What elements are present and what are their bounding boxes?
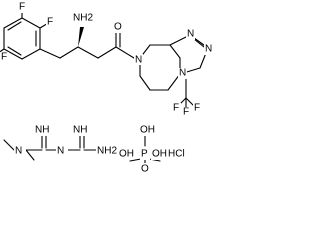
hydrochloride-label: HCl: [168, 149, 185, 160]
phosphoric-hydroxyl-left: OH: [119, 149, 134, 160]
phosphoric-hydroxyl-right: OH: [152, 149, 167, 160]
atom-phosphorus: P: [141, 149, 148, 160]
atom-triazole-n2: N: [205, 44, 212, 55]
atom-carbonyl-oxygen: O: [114, 22, 122, 33]
atom-cf3-fluorine-2: F: [183, 107, 189, 118]
atom-triazole-n3: N: [179, 68, 186, 79]
atom-fluorine-top: F: [19, 2, 25, 13]
linking-nitrogen: N: [57, 146, 64, 157]
chemical-structures-canvas: F F F NH2 O N N N N F F F: [0, 2, 213, 175]
phosphoric-hydroxyl-top: OH: [140, 125, 155, 136]
top-molecule-bonds: [0, 10, 209, 109]
guanidine-amine: NH2: [97, 146, 117, 157]
atom-phosphoryl-oxygen: O: [141, 164, 149, 175]
guanidine-imine-right: NH: [73, 125, 87, 136]
top-molecule-labels: F F F NH2 O N N N N F F F: [0, 2, 213, 118]
structure-figure: F F F NH2 O N N N N F F F: [0, 2, 213, 175]
atom-piperazine-nitrogen: N: [135, 55, 142, 66]
atom-fluorine-right: F: [47, 17, 53, 28]
amine-group: NH2: [73, 13, 93, 24]
dimethyl-nitrogen: N: [15, 146, 22, 157]
bottom-molecule-bonds: [3, 133, 161, 169]
bottom-molecule-labels: NH NH N N NH2 OH OH P O OH HCl: [14, 124, 189, 175]
atom-fluorine-left: F: [1, 52, 7, 63]
atom-triazole-n1: N: [187, 29, 194, 40]
guanidine-imine-left: NH: [35, 125, 49, 136]
atom-cf3-fluorine-1: F: [173, 103, 179, 114]
atom-cf3-fluorine-3: F: [194, 103, 200, 114]
